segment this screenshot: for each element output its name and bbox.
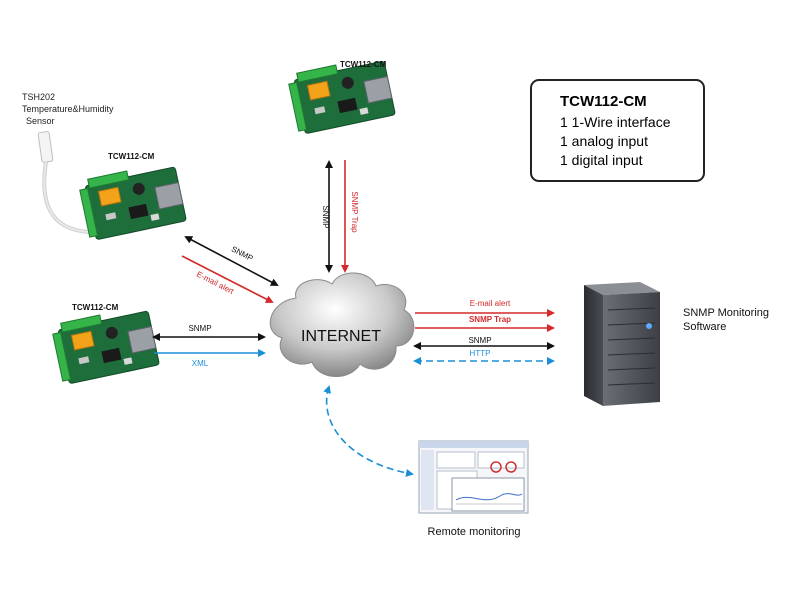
temperature-humidity-sensor bbox=[37, 131, 91, 234]
remote-monitoring-label: Remote monitoring bbox=[428, 526, 521, 538]
server-tower bbox=[584, 282, 660, 406]
sensor-model-label: TSH202 bbox=[22, 92, 55, 102]
device-label-top: TCW112-CM bbox=[340, 60, 387, 69]
internet-cloud bbox=[269, 272, 415, 377]
device-info-box: TCW112-CM 1 1-Wire interface 1 analog in… bbox=[530, 79, 705, 182]
bot-snmp-label: SNMP bbox=[188, 324, 211, 333]
right-http-label: HTTP bbox=[470, 349, 491, 358]
mid-email-arrow bbox=[181, 255, 274, 303]
server-label-line1: SNMP Monitoring bbox=[683, 307, 769, 319]
device-board-bottom bbox=[52, 310, 160, 384]
bot-xml-label: XML bbox=[192, 359, 209, 368]
internet-label: INTERNET bbox=[301, 328, 381, 345]
device-label-middle: TCW112-CM bbox=[108, 152, 155, 161]
right-email-label: E-mail alert bbox=[470, 299, 511, 308]
remote-monitoring-screenshot bbox=[418, 440, 529, 514]
sensor-type-label: Temperature&Humidity bbox=[22, 104, 114, 114]
mid-snmp-arrow bbox=[184, 236, 279, 286]
server-label-line2: Software bbox=[683, 321, 726, 333]
right-snmp-label: SNMP bbox=[468, 336, 491, 345]
top-snmp-label: SNMP bbox=[321, 205, 330, 228]
info-line-digital: 1 digital input bbox=[560, 152, 643, 168]
sensor-word-label: Sensor bbox=[26, 116, 55, 126]
device-board-middle bbox=[79, 166, 187, 240]
info-title: TCW112-CM bbox=[560, 93, 647, 110]
device-board-top bbox=[288, 60, 396, 134]
top-trap-label: SNMP Trap bbox=[350, 191, 359, 233]
remote-http-arrow bbox=[323, 385, 414, 477]
right-trap-label: SNMP Trap bbox=[469, 315, 511, 324]
info-line-analog: 1 analog input bbox=[560, 133, 648, 149]
device-label-bottom: TCW112-CM bbox=[72, 303, 119, 312]
mid-snmp-label: SNMP bbox=[230, 245, 255, 264]
info-line-1wire: 1 1-Wire interface bbox=[560, 114, 671, 130]
